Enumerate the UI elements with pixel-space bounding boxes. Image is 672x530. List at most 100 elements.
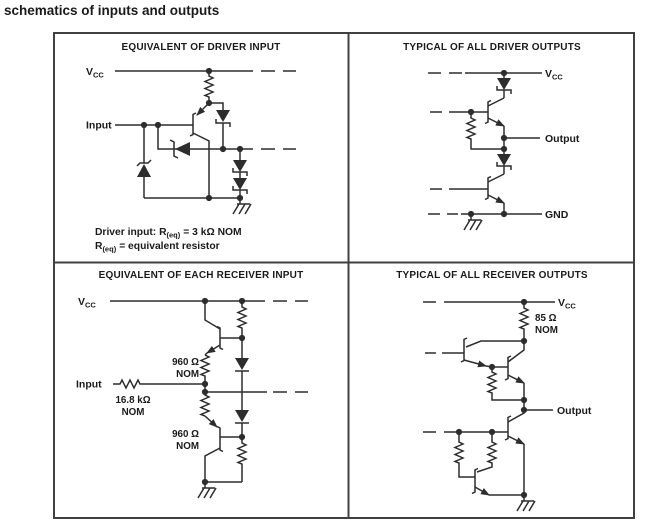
transistor-collector	[507, 341, 525, 363]
input-series-resistor	[113, 378, 205, 390]
vcc-label: VCC	[78, 296, 96, 310]
diode	[235, 358, 249, 370]
driver-input-note: R(eq)= equivalent resistor	[95, 241, 220, 254]
ground-symbol	[197, 482, 217, 499]
resistor-nom: NOM	[535, 325, 558, 336]
resistor	[236, 301, 248, 338]
junction-dot	[238, 334, 246, 342]
schottky-diode	[175, 142, 190, 156]
vcc-label: VCC	[86, 66, 104, 80]
transistor-collector	[487, 97, 505, 107]
driver-input-note: Driver input: R(eq)= 3 kΩ NOM	[95, 227, 242, 240]
junction-dot	[154, 121, 162, 129]
junction-dot	[488, 363, 496, 371]
transistor-collector	[204, 301, 221, 330]
resistor-nom: NOM	[122, 407, 145, 418]
transistor-emitter	[487, 117, 505, 127]
quadrant-driver-input: EQUIVALENT OF DRIVER INPUT VCC Input	[86, 42, 296, 254]
junction-dot	[520, 491, 528, 499]
resistor-nom: NOM	[176, 441, 199, 452]
input-label: Input	[76, 379, 102, 391]
resistor	[236, 437, 248, 482]
page-title: schematics of inputs and outputs	[4, 3, 220, 18]
resistor	[453, 432, 475, 478]
resistor	[518, 302, 530, 341]
junction-dot	[205, 99, 213, 107]
transistor-collector	[487, 173, 505, 183]
junction-dot	[455, 428, 463, 436]
quadrant-title: TYPICAL OF ALL DRIVER OUTPUTS	[403, 42, 581, 53]
resistor-nom: NOM	[176, 369, 199, 380]
zener-diode	[137, 164, 151, 177]
junction-dot	[201, 388, 209, 396]
transistor-emitter	[463, 359, 487, 368]
wire	[209, 102, 224, 110]
input-label: Input	[86, 120, 112, 132]
transistor-base-bar	[216, 425, 224, 453]
diode	[216, 110, 230, 122]
quadrant-driver-outputs: TYPICAL OF ALL DRIVER OUTPUTS VCC Output…	[403, 42, 581, 231]
junction-dot	[500, 69, 508, 77]
junction-dot	[500, 134, 508, 142]
junction-dot	[140, 121, 148, 129]
output-label: Output	[545, 133, 580, 145]
schematic-figure: EQUIVALENT OF DRIVER INPUT VCC Input	[53, 32, 635, 519]
resistor-value: 960 Ω	[172, 357, 199, 368]
quadrant-title: EQUIVALENT OF DRIVER INPUT	[122, 42, 281, 53]
quadrant-title: EQUIVALENT OF EACH RECEIVER INPUT	[99, 270, 304, 281]
junction-dot	[520, 396, 528, 404]
junction-dot	[236, 145, 244, 153]
gnd-label: GND	[545, 209, 569, 221]
transistor-base-bar	[484, 175, 492, 201]
transistor-base-bar	[504, 355, 512, 381]
transistor-emitter	[487, 194, 505, 204]
diode	[497, 154, 511, 166]
output-wire	[523, 400, 553, 411]
junction-dot	[238, 297, 246, 305]
transistor-emitter	[204, 415, 218, 428]
junction-dot	[500, 210, 508, 218]
resistor	[465, 112, 504, 150]
junction-dot	[201, 297, 209, 305]
quadrant-receiver-outputs: TYPICAL OF ALL RECEIVER OUTPUTS VCC Outp…	[396, 270, 592, 512]
junction-dot	[520, 337, 528, 345]
figure-border	[53, 32, 635, 519]
transistor-base-bar	[460, 337, 468, 363]
resistor	[476, 432, 498, 473]
junction-dot	[520, 406, 528, 414]
diode	[235, 410, 249, 422]
zener-diode	[136, 159, 152, 167]
junction-dot	[201, 478, 209, 486]
ground-symbol	[463, 214, 483, 231]
resistor-value: 85 Ω	[535, 313, 557, 324]
diode	[233, 178, 247, 190]
resistor	[199, 392, 211, 417]
transistor-base-bar	[471, 467, 479, 495]
junction-dot	[467, 210, 475, 218]
diode	[497, 78, 511, 90]
junction-dot	[236, 194, 244, 202]
quadrant-receiver-input: EQUIVALENT OF EACH RECEIVER INPUT VCC In…	[76, 270, 308, 499]
transistor-collector	[192, 132, 210, 198]
quadrant-title: TYPICAL OF ALL RECEIVER OUTPUTS	[396, 270, 588, 281]
wire	[157, 125, 253, 150]
transistor-base-bar	[504, 415, 512, 441]
schottky-diode	[169, 139, 179, 159]
transistor-emitter	[474, 486, 490, 496]
junction-dot	[520, 298, 528, 306]
vcc-label: VCC	[558, 297, 576, 311]
junction-dot	[500, 145, 508, 153]
junction-dot	[467, 108, 475, 116]
transistor-emitter	[206, 344, 221, 354]
junction-dot	[488, 428, 496, 436]
transistor-collector	[204, 447, 221, 482]
resistor-value: 16.8 kΩ	[115, 395, 150, 406]
transistor-emitter	[507, 435, 525, 445]
transistor-collector	[465, 340, 524, 348]
junction-dot	[219, 145, 227, 153]
junction-dot	[201, 380, 209, 388]
transistor-emitter	[507, 374, 525, 384]
wire	[204, 384, 267, 393]
resistor-value: 960 Ω	[172, 429, 199, 440]
resistor	[486, 367, 524, 401]
